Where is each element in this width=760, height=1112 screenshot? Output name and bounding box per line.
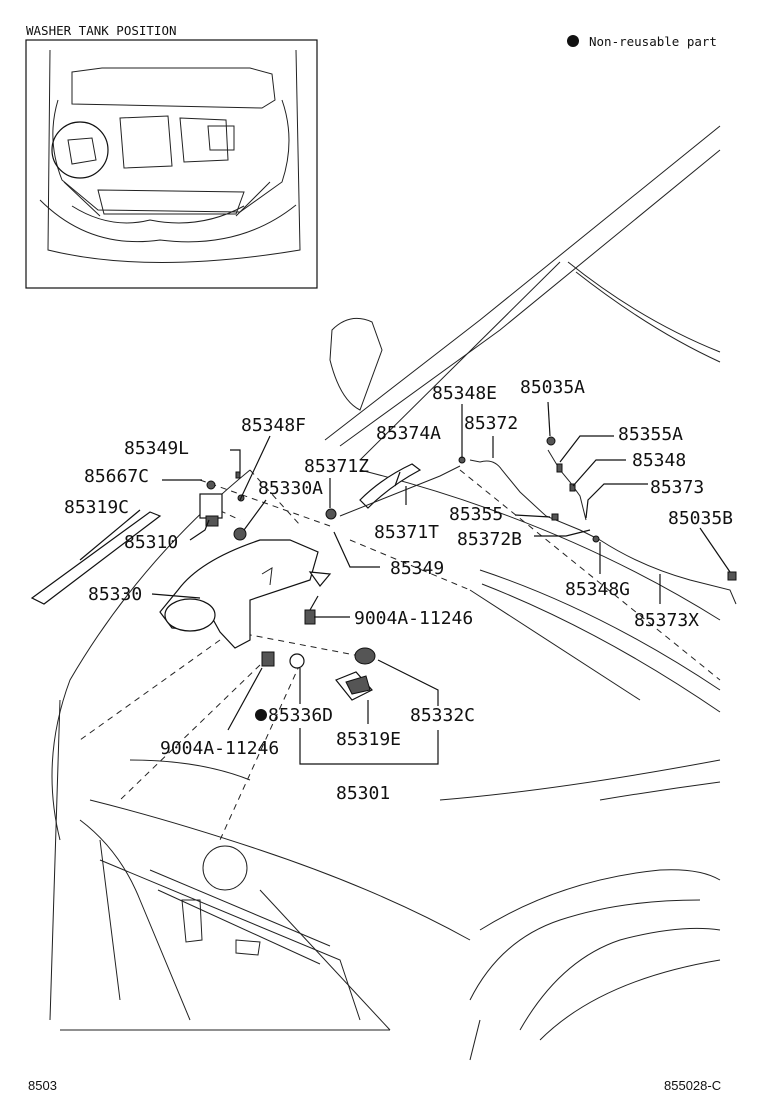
label-85372B: 85372B — [457, 529, 522, 550]
label-85035B: 85035B — [668, 508, 733, 529]
label-85348G: 85348G — [565, 579, 630, 600]
label-85035A: 85035A — [520, 377, 585, 398]
label-9004A-upper: 9004A-11246 — [354, 608, 473, 629]
non-reusable-dot-icon — [567, 35, 579, 47]
label-85371T: 85371T — [374, 522, 439, 543]
washer-tank-cover-strip — [30, 511, 162, 605]
part-labels: 85348F 85349L 85667C 85319C 85330A 85310… — [64, 377, 733, 804]
footer-left-code: 8503 — [28, 1078, 57, 1093]
washer-motor — [335, 671, 373, 701]
o-ring — [289, 653, 305, 669]
label-85348F: 85348F — [241, 415, 306, 436]
washer-pump — [199, 480, 223, 527]
bolt-lower — [261, 651, 275, 667]
legend-text: Non-reusable part — [589, 34, 717, 49]
inset-highlight-circle — [51, 121, 109, 179]
label-85373: 85373 — [650, 477, 704, 498]
label-85319C: 85319C — [64, 497, 129, 518]
washer-hoses — [339, 449, 737, 605]
footer-right-code: 855028-C — [664, 1078, 721, 1093]
legend: Non-reusable part — [567, 34, 717, 49]
inset-title: WASHER TANK POSITION — [26, 23, 177, 38]
label-85374A: 85374A — [376, 423, 441, 444]
label-85348: 85348 — [632, 450, 686, 471]
label-85301: 85301 — [336, 783, 390, 804]
label-85348E: 85348E — [432, 383, 497, 404]
label-85332C: 85332C — [410, 705, 475, 726]
inset-panel: WASHER TANK POSITION — [25, 23, 318, 289]
non-reusable-dot-icon — [255, 709, 267, 721]
label-85310: 85310 — [124, 532, 178, 553]
washer-tank — [159, 539, 332, 649]
label-85336D: 85336D — [268, 705, 333, 726]
bolt-upper — [304, 595, 319, 625]
leader-lines — [79, 401, 731, 765]
label-85372: 85372 — [464, 413, 518, 434]
label-85355A: 85355A — [618, 424, 683, 445]
pump-grommet — [233, 527, 247, 541]
label-85373X: 85373X — [634, 610, 699, 631]
label-85330A: 85330A — [258, 478, 323, 499]
label-85667C: 85667C — [84, 466, 149, 487]
label-85355: 85355 — [449, 504, 503, 525]
vehicle-body-outline — [49, 125, 721, 1061]
inset-frame — [25, 39, 318, 289]
inset-engine-bay-drawing — [39, 49, 301, 263]
motor-grommet — [354, 647, 376, 665]
label-85330: 85330 — [88, 584, 142, 605]
label-9004A-lower: 9004A-11246 — [160, 738, 279, 759]
label-85371Z: 85371Z — [304, 456, 369, 477]
label-85319E: 85319E — [336, 729, 401, 750]
label-85349L: 85349L — [124, 438, 189, 459]
label-85349: 85349 — [390, 558, 444, 579]
